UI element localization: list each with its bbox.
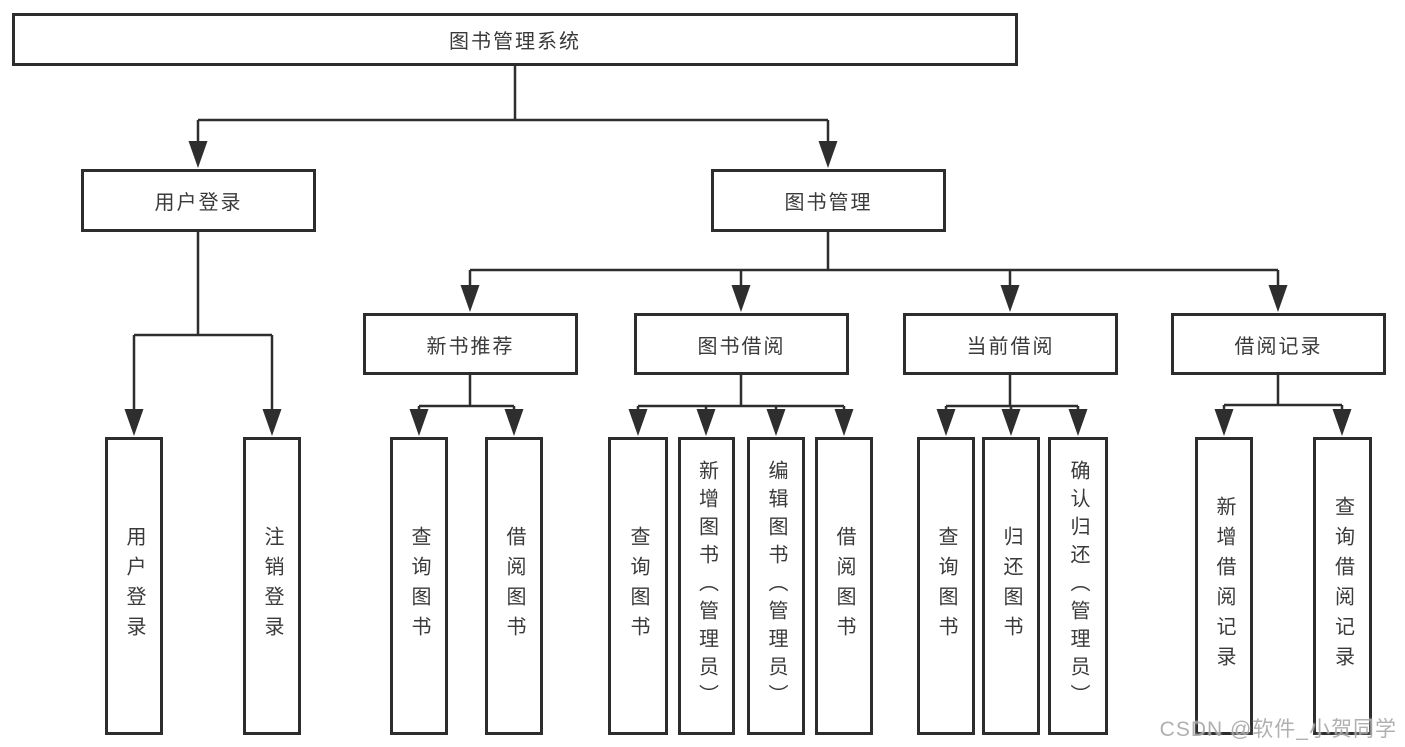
leaf-confirm-return-admin: 确认归还（管理员）: [1048, 437, 1108, 735]
node-current-borrowing: 当前借阅: [903, 313, 1118, 375]
node-user-login: 用户登录: [81, 169, 316, 232]
csdn-watermark: CSDN @软件_小贺同学: [1159, 718, 1397, 741]
node-borrowing-records: 借阅记录: [1171, 313, 1386, 375]
leaf-query-books-current: 查询图书: [917, 437, 975, 735]
node-new-book-recommendation: 新书推荐: [363, 313, 578, 375]
leaf-add-books-admin: 新增图书（管理员）: [678, 437, 735, 735]
leaf-edit-books-admin: 编辑图书（管理员）: [747, 437, 805, 735]
leaf-query-books-recommend: 查询图书: [390, 437, 448, 735]
leaf-user-login: 用户登录: [105, 437, 163, 735]
leaf-add-borrow-record: 新增借阅记录: [1195, 437, 1253, 735]
leaf-return-books: 归还图书: [982, 437, 1040, 735]
leaf-query-borrow-record: 查询借阅记录: [1313, 437, 1372, 735]
node-root-system: 图书管理系统: [12, 13, 1018, 66]
node-book-borrowing: 图书借阅: [634, 313, 849, 375]
leaf-borrow-books-recommend: 借阅图书: [485, 437, 543, 735]
leaf-query-books-borrow: 查询图书: [608, 437, 668, 735]
leaf-logout: 注销登录: [243, 437, 301, 735]
leaf-borrow-books: 借阅图书: [815, 437, 873, 735]
node-book-management: 图书管理: [711, 169, 946, 232]
